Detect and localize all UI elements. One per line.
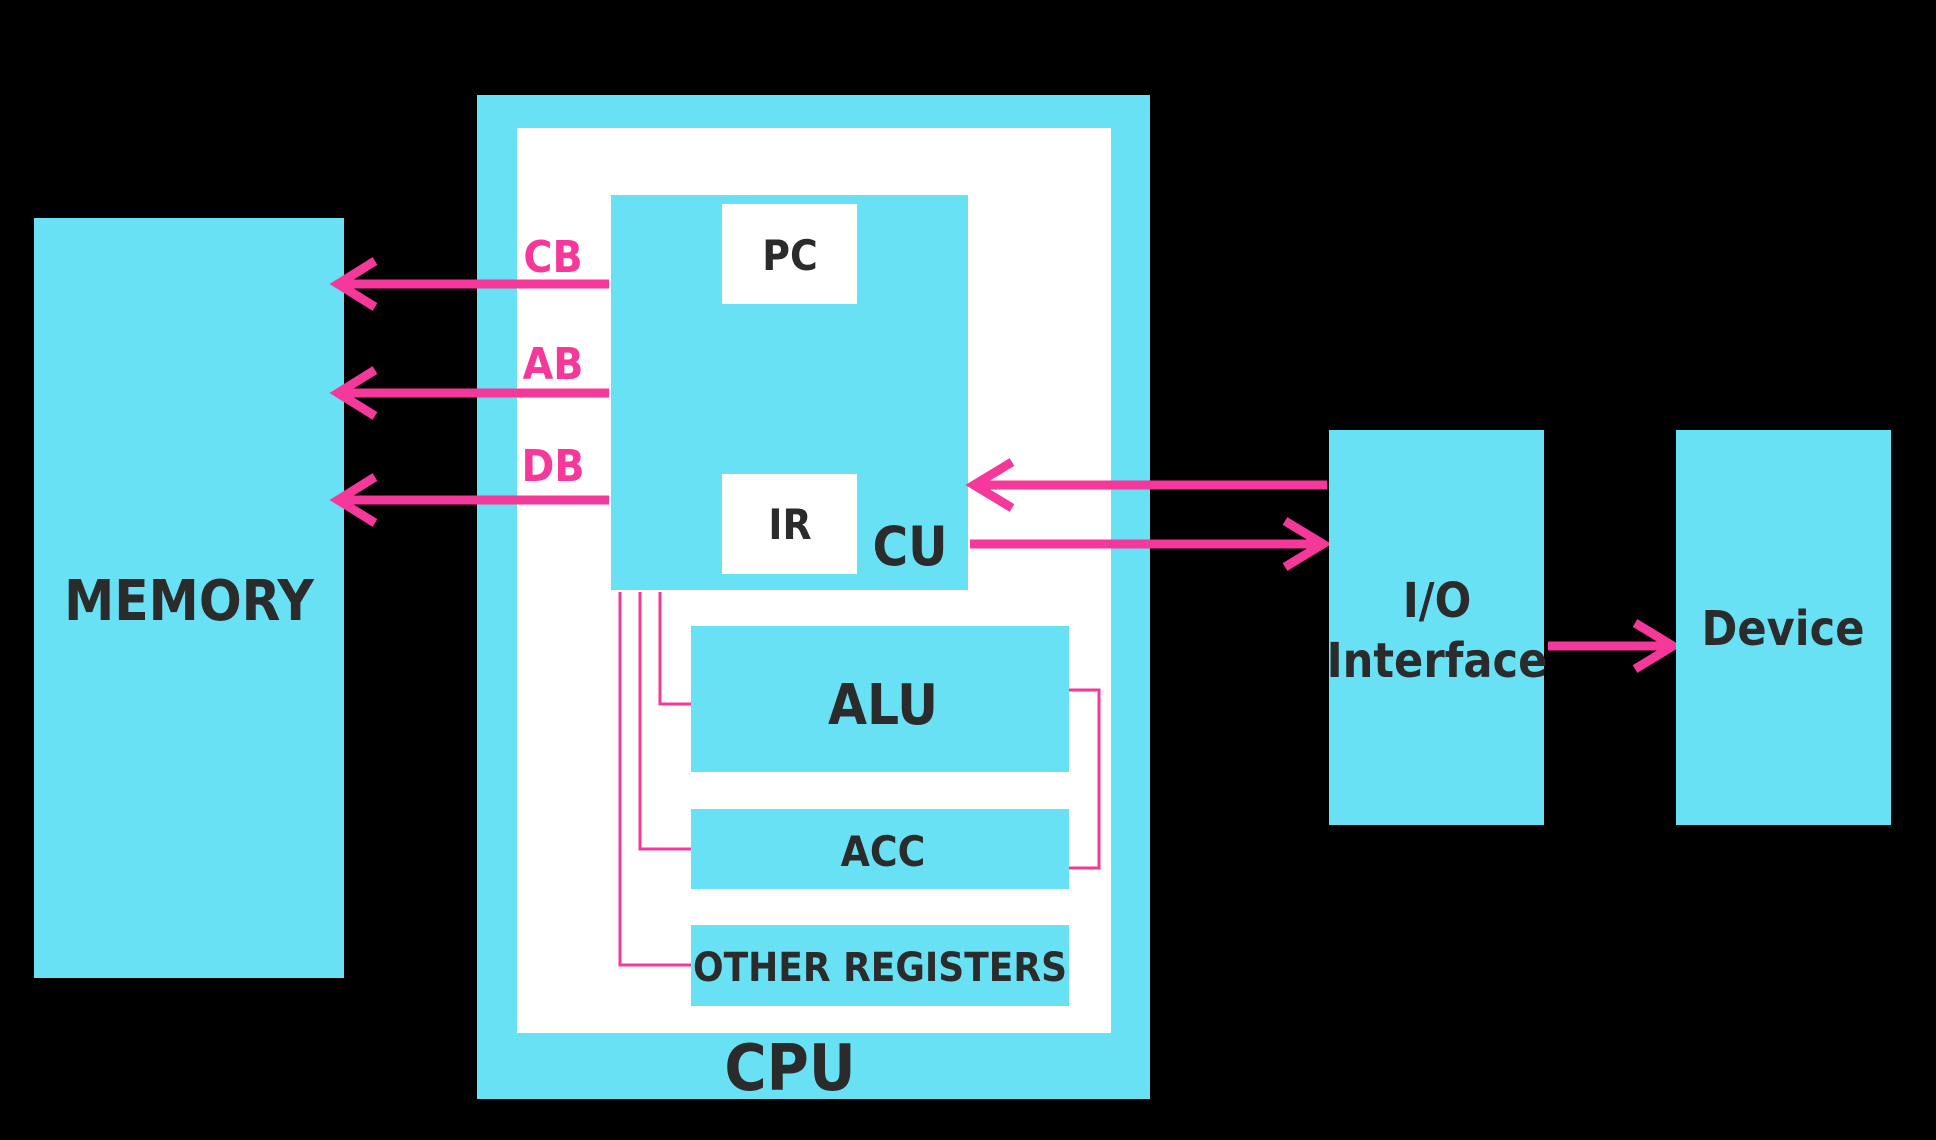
pc-label: PC [762,231,817,280]
control-unit-block: PC IR CU [611,195,968,590]
cu-to-acc-line [638,592,691,851]
other-registers-label: OTHER REGISTERS [693,945,1067,991]
pc-register [722,204,857,304]
control-bus-label: CB [523,232,582,283]
alu-block: ALU [691,626,1069,772]
cpu-label: CPU [724,1032,855,1106]
bus-arrows [329,257,609,527]
ir-register [722,474,857,574]
control-bus-arrow [329,257,609,311]
alu-label: ALU [828,673,938,738]
io-to-device-arrow [1548,619,1682,673]
address-bus-arrow [329,366,609,420]
memory-label: MEMORY [64,569,314,634]
acc-block: ACC [691,809,1069,889]
other-registers-block: OTHER REGISTERS [691,925,1069,1006]
cu-label: CU [872,515,947,578]
io-arrows [965,458,1682,673]
address-bus-label: AB [523,339,584,390]
cu-to-other-registers-line [618,592,691,967]
alu-acc-loop-line [1069,688,1101,870]
memory-block: MEMORY [34,218,344,978]
io-interface-label-line1: I/O [1403,573,1472,629]
acc-label: ACC [841,827,926,876]
cu-to-alu-line [658,592,691,706]
io-interface-block: I/O Interface [1327,430,1548,825]
data-bus-arrow [329,473,609,527]
ir-label: IR [768,500,811,549]
cu-to-io-arrow [970,517,1332,571]
io-to-cu-arrow [965,458,1327,512]
internal-connections [618,592,1101,967]
device-block: Device [1676,430,1891,825]
device-label: Device [1702,601,1865,657]
io-interface-label-line2: Interface [1327,633,1548,689]
data-bus-label: DB [521,441,584,492]
